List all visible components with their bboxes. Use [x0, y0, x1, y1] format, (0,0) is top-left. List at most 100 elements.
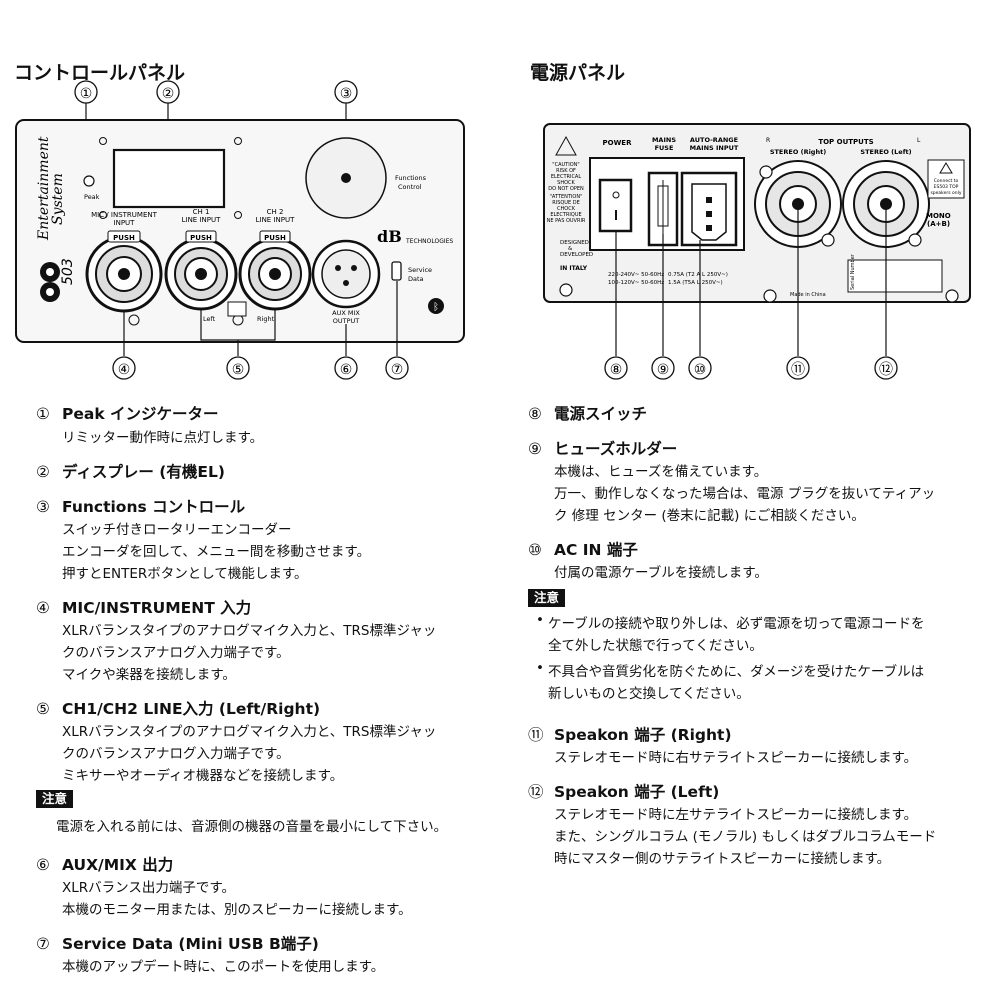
svg-text:⑤: ⑤ [232, 362, 245, 378]
entry-text: また、シングルコラム (モノラル) もしくはダブルコラムモード [554, 829, 937, 845]
svg-text:Functions: Functions [395, 174, 427, 182]
entry-text: ク 修理 センター (巻末に記載) にご相談ください。 [554, 508, 865, 524]
control-panel-title: コントロールパネル [14, 62, 186, 84]
entry-text: XLRバランスタイプのアナログマイク入力と、TRS標準ジャッ [62, 724, 437, 740]
power-switch-icon [598, 178, 633, 233]
entry-text: エンコーダを回して、メニュー間を移動させます。 [62, 544, 371, 560]
svg-text:RISQUE DE: RISQUE DE [552, 200, 579, 206]
entry-text: ステレオモード時に左サテライトスピーカーに接続します。 [554, 807, 918, 823]
svg-text:⑥: ⑥ [340, 362, 353, 378]
bullet-text: 不具合や音質劣化を防ぐために、ダメージを受けたケーブルは [548, 664, 925, 680]
svg-text:①: ① [80, 86, 93, 102]
svg-text:STEREO (Right): STEREO (Right) [770, 148, 826, 156]
ch2-jack-icon: PUSH [238, 230, 312, 311]
usb-port-icon [391, 261, 402, 281]
serial-box [847, 259, 943, 293]
entry-text: 付属の電源ケーブルを接続します。 [554, 565, 768, 581]
svg-text:&: & [568, 246, 573, 252]
callout-11: ⑪ [786, 356, 810, 380]
entry-text: ステレオモード時に右サテライトスピーカーに接続します。 [554, 750, 918, 766]
caution-badge: 注意 [36, 790, 74, 808]
callout-4: ④ [112, 311, 136, 380]
es-logo-icon [40, 262, 60, 302]
svg-text:DESIGNED: DESIGNED [560, 240, 589, 246]
entry-text: クのバランスアナログ入力端子です。 [62, 645, 290, 661]
svg-text:CH 1: CH 1 [193, 208, 210, 216]
svg-text:R: R [766, 137, 770, 144]
svg-text:Left: Left [203, 315, 216, 323]
svg-text:ELECTRIQUE: ELECTRIQUE [550, 212, 581, 218]
brand-text: Entertainment [36, 136, 52, 241]
svg-text:AUX MIX: AUX MIX [332, 309, 360, 317]
svg-text:⑦: ⑦ [391, 362, 404, 378]
svg-text:Data: Data [408, 275, 424, 283]
svg-text:DO NOT OPEN: DO NOT OPEN [548, 186, 584, 192]
svg-text:Made in China: Made in China [790, 292, 826, 298]
bullet-text: 新しいものと交換してください。 [548, 686, 750, 702]
svg-text:FUSE: FUSE [655, 144, 674, 152]
entry-text: 万一、動作しなくなった場合は、電源 プラグを抜いてティアッ [554, 486, 936, 502]
entry-text: スイッチ付きロータリーエンコーダー [62, 522, 292, 538]
entry-text: 本機のアップデート時に、このポートを使用します。 [62, 959, 385, 975]
brand-text-2: System [50, 173, 66, 225]
screw-icons-power [559, 165, 959, 303]
svg-text:MIC / INSTRUMENT: MIC / INSTRUMENT [91, 211, 158, 219]
svg-text:INPUT: INPUT [114, 219, 136, 227]
svg-text:IN ITALY: IN ITALY [560, 265, 588, 272]
caution-badge: 注意 [528, 589, 566, 607]
bullet-item: • [536, 660, 544, 676]
svg-text:③: ③ [340, 86, 353, 102]
ac-inlet-icon [680, 171, 738, 247]
bullet-text: 全て外した状態で行ってください。 [548, 638, 763, 654]
svg-text:MAINS INPUT: MAINS INPUT [690, 144, 739, 152]
svg-text:Peak: Peak [84, 193, 100, 201]
callout-7: ⑦ [385, 281, 409, 380]
svg-text:MAINS: MAINS [652, 136, 676, 144]
svg-text:TOP OUTPUTS: TOP OUTPUTS [818, 138, 873, 146]
callout-5: ⑤ [200, 309, 276, 380]
svg-text:CH 2: CH 2 [267, 208, 284, 216]
bullet-item: • [536, 612, 544, 628]
svg-text:LINE INPUT: LINE INPUT [256, 216, 295, 224]
svg-text:OUTPUT: OUTPUT [333, 317, 360, 325]
svg-text:220-240V~ 50-60Hz: 220-240V~ 50-60Hz [608, 272, 664, 278]
control-panel-diagram: ① ② ③ Entertainment System 503 Peak Func… [15, 80, 465, 380]
svg-text:Right: Right [257, 315, 275, 323]
svg-text:"CAUTION": "CAUTION" [552, 162, 579, 168]
svg-text:PUSH: PUSH [113, 234, 135, 242]
svg-text:⑩: ⑩ [694, 362, 707, 378]
db-logo: dB [377, 227, 402, 246]
svg-text:Service: Service [408, 266, 432, 274]
svg-text:CHOCK: CHOCK [557, 206, 576, 212]
callout-9: ⑨ [651, 356, 675, 380]
svg-text:ES503 TOP: ES503 TOP [934, 184, 959, 190]
svg-text:AUTO-RANGE: AUTO-RANGE [690, 136, 738, 144]
svg-text:POWER: POWER [603, 139, 633, 147]
entry-text: クのバランスアナログ入力端子です。 [62, 746, 290, 762]
callout-8: ⑧ [604, 356, 628, 380]
svg-text:DEVELOPED: DEVELOPED [560, 252, 593, 258]
svg-text:⑪: ⑪ [791, 362, 805, 378]
svg-text:④: ④ [118, 362, 131, 378]
svg-text:NE PAS OUVRIR: NE PAS OUVRIR [547, 218, 586, 224]
svg-text:SHOCK: SHOCK [557, 180, 575, 186]
entry-text: XLRバランス出力端子です。 [62, 880, 236, 896]
peak-led-icon [83, 175, 95, 187]
svg-text:②: ② [162, 86, 175, 102]
mic-instrument-jack-icon: PUSH [85, 230, 163, 313]
svg-text:1.5A (T5A L 250V~): 1.5A (T5A L 250V~) [668, 280, 723, 286]
power-panel-diagram: "CAUTION" RISK OF ELECTRICAL SHOCK DO NO… [543, 123, 971, 380]
svg-text:(A+B): (A+B) [927, 220, 950, 228]
svg-text:TECHNOLOGIES: TECHNOLOGIES [405, 238, 453, 245]
caution-text: 電源を入れる前には、音源側の機器の音量を最小にして下さい。 [56, 819, 448, 835]
svg-text:0.75A (T2 A L 250V~): 0.75A (T2 A L 250V~) [668, 272, 728, 278]
svg-text:⑫: ⑫ [879, 362, 893, 378]
bullet-text: ケーブルの接続や取り外しは、必ず電源を切って電源コードを [548, 616, 925, 632]
entry-text: 押すとENTERボタンとして機能します。 [62, 566, 308, 582]
